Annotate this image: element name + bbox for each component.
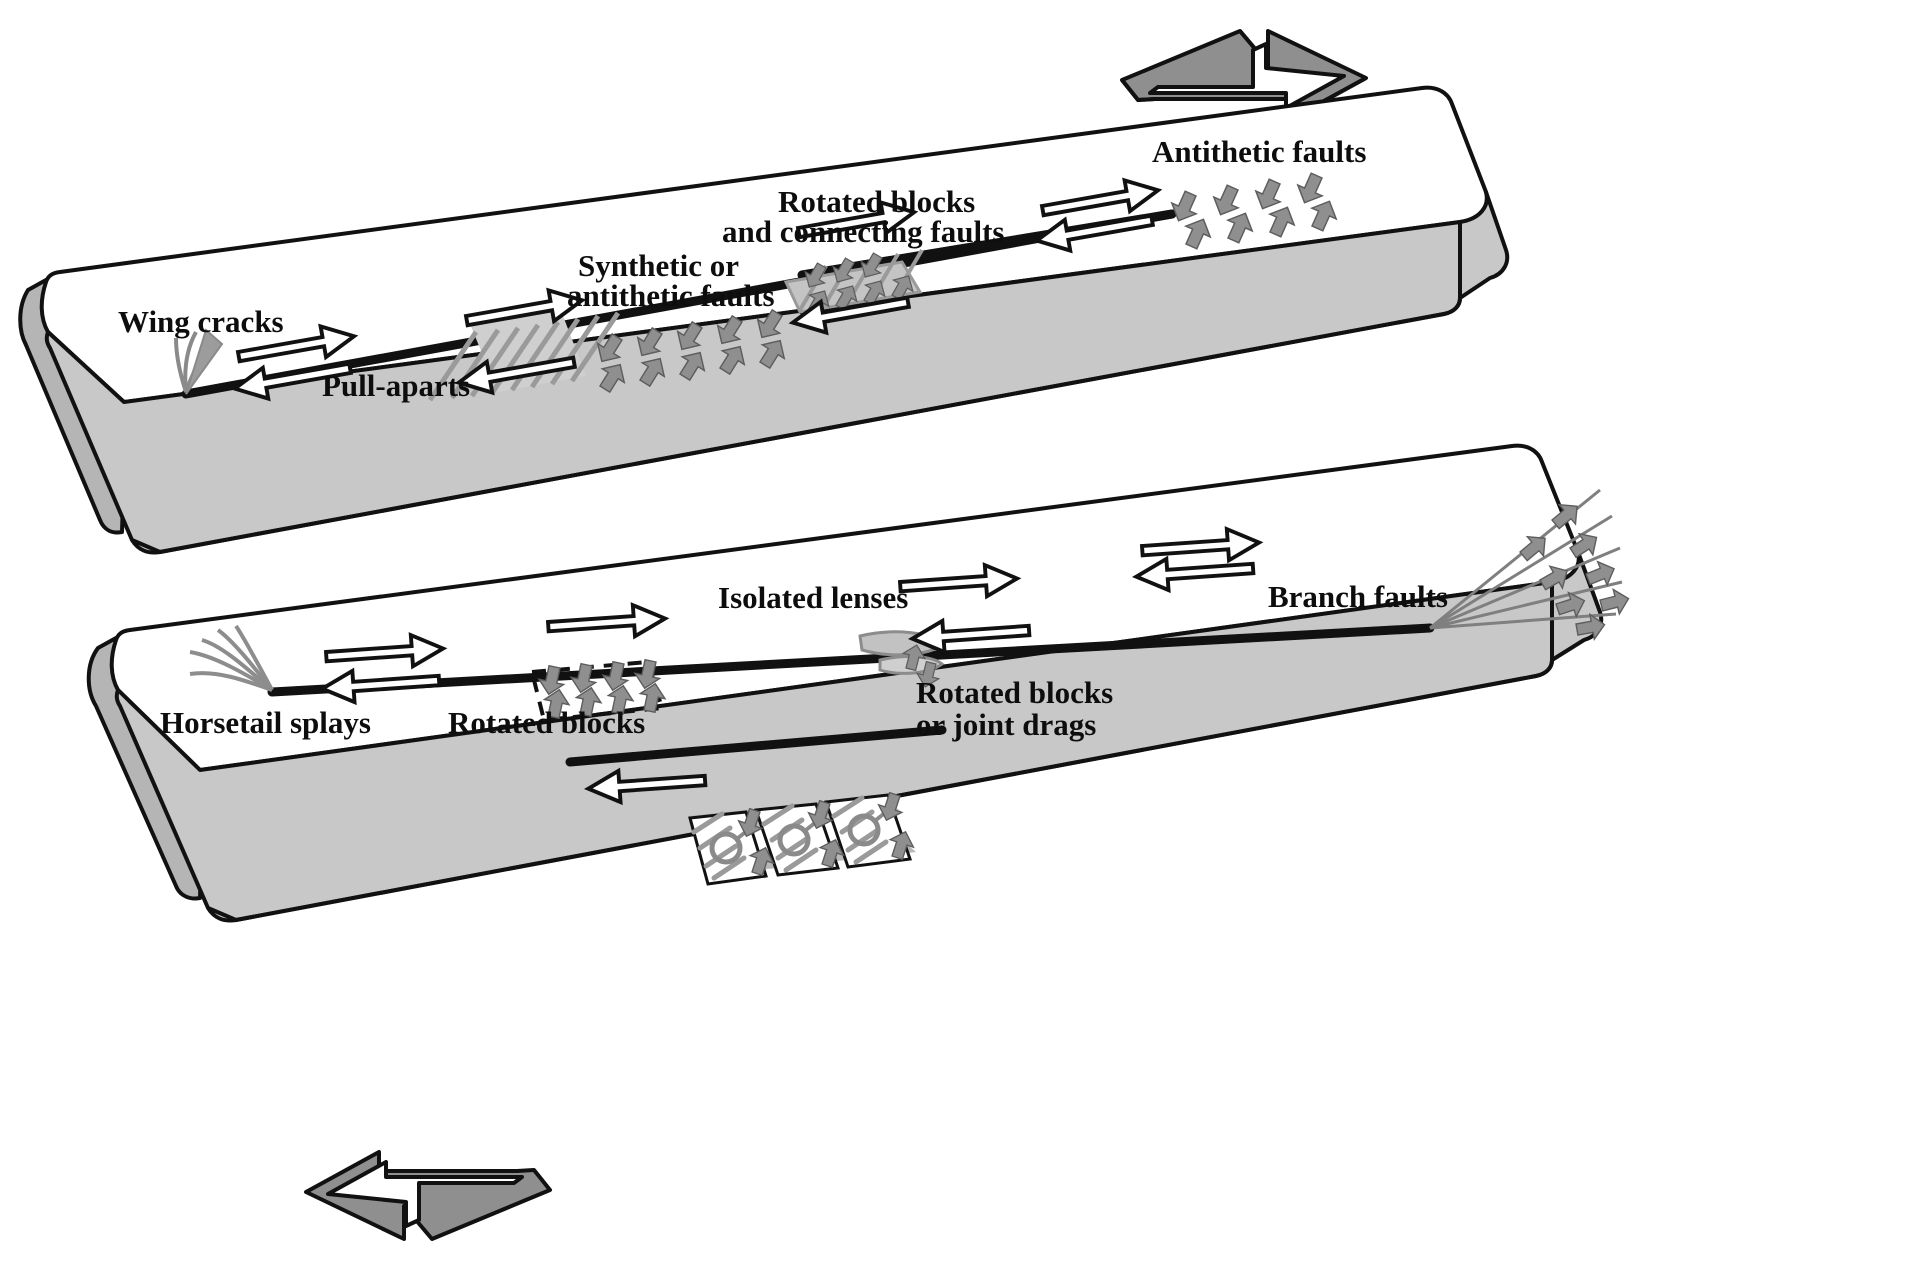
label-synthetic-line1: Synthetic or [578,248,739,283]
label-wing-cracks: Wing cracks [118,304,284,339]
label-rot-joint-line2: or joint drags [916,707,1096,742]
bulk-shear-arrow-bottom [304,1150,552,1241]
wing-crack-tip [185,328,224,395]
label-antithetic-faults: Antithetic faults [1152,134,1366,169]
label-rotated-conn-line2: and connecting faults [722,214,1004,249]
rotated-blocks-connecting-faults-symbol [783,248,924,319]
lower-block-labels: Horsetail splays Rotated blocks Isolated… [160,579,1448,742]
label-isolated-lenses: Isolated lenses [718,580,908,615]
upper-block-labels: Wing cracks Pull-aparts Synthetic or ant… [118,134,1366,403]
branch-faults-symbol [1429,488,1633,643]
rotated-blocks-symbol [529,657,669,723]
label-branch-faults: Branch faults [1268,579,1448,614]
upper-block [18,85,1510,555]
horsetail-splays-symbol [189,624,274,692]
label-rotated-conn-line1: Rotated blocks [778,184,975,219]
lower-main-fault [267,623,1435,767]
label-synthetic-line2: antithetic faults [567,278,775,313]
lower-block [86,443,1604,923]
label-rotated-blocks: Rotated blocks [448,705,645,740]
label-rot-joint-line1: Rotated blocks [916,675,1113,710]
label-horsetail-splays: Horsetail splays [160,705,371,740]
bulk-shear-arrow-top [1120,29,1368,122]
rotated-blocks-joint-drags-symbol [688,789,919,886]
label-pull-aparts: Pull-aparts [322,368,470,403]
